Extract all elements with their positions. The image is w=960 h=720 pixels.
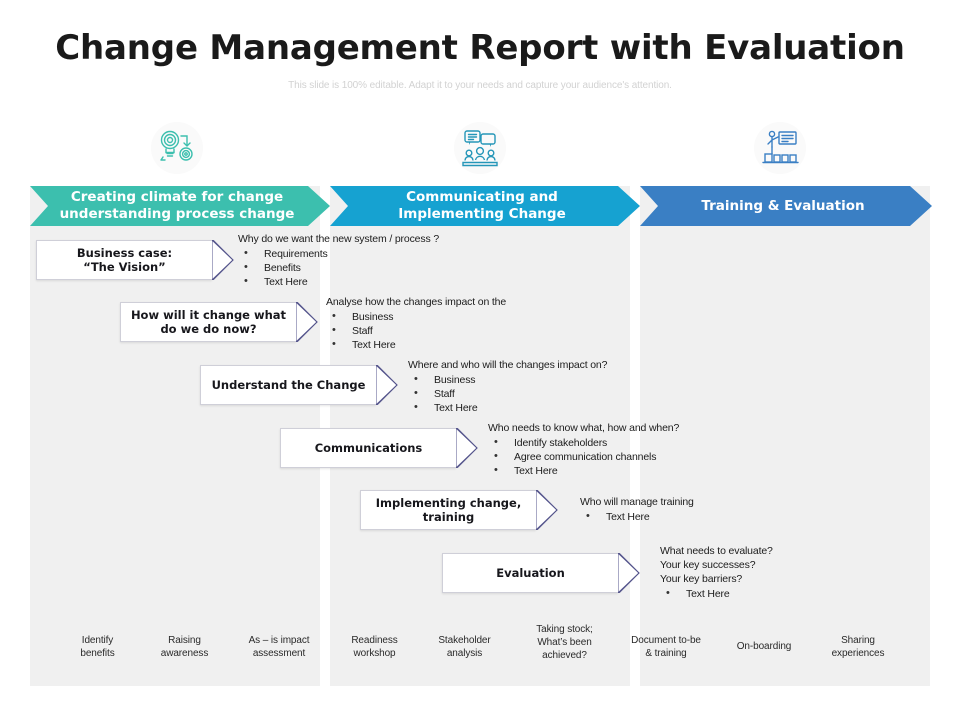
footer-label-1: Identify benefits — [50, 634, 145, 660]
footer-label-3-line1: As – is impact — [248, 635, 310, 646]
step-5-text: Who will manage training Text Here — [580, 495, 830, 524]
footer-label-5-line1: Stakeholder — [438, 635, 491, 646]
footer-label-6: Taking stock; What’s been achieved? — [512, 623, 617, 662]
footer-label-9-line1: Sharing — [841, 635, 875, 646]
step-3-label-line1: Understand the Change — [211, 378, 366, 392]
step-1-label-line1: Business case: — [76, 246, 173, 260]
footer-label-8-line1: On-boarding — [736, 641, 792, 652]
footer-label-5-line2: analysis — [446, 648, 483, 659]
footer-label-8: On-boarding — [715, 640, 813, 653]
phase-banner-1-line2: understanding process change — [59, 206, 295, 222]
footer-label-7: Document to-be & training — [612, 634, 720, 660]
phase-banner-2-line1: Communicating and — [406, 189, 558, 205]
step-5-bullet-list: Text Here — [580, 509, 830, 524]
step-2-text: Analyse how the changes impact on the Bu… — [326, 295, 596, 352]
footer-label-9: Sharing experiences — [808, 634, 908, 660]
footer-label-3-line2: assessment — [252, 648, 306, 659]
list-item: Staff — [408, 386, 688, 401]
step-2-arrow-icon — [296, 302, 318, 342]
training-presentation-icon — [748, 122, 812, 178]
list-item: Business — [408, 372, 688, 387]
step-3-text: Where and who will the changes impact on… — [408, 358, 688, 415]
step-box-5[interactable]: Implementing change, training — [360, 490, 536, 530]
step-1-text: Why do we want the new system / process … — [238, 232, 508, 289]
footer-label-2-line2: awareness — [160, 648, 209, 659]
footer-label-7-line1: Document to-be — [631, 635, 701, 646]
step-1-label-line2: “The Vision” — [83, 260, 166, 274]
step-4-text: Who needs to know what, how and when? Id… — [488, 421, 778, 478]
phase-banner-3[interactable]: Training & Evaluation — [640, 186, 932, 226]
step-1-heading: Why do we want the new system / process … — [238, 233, 440, 245]
list-item: Text Here — [238, 274, 508, 289]
step-4-heading: Who needs to know what, how and when? — [488, 422, 680, 434]
footer-label-4-line1: Readiness — [351, 635, 398, 646]
step-1-arrow-icon — [212, 240, 234, 280]
step-2-bullet-list: Business Staff Text Here — [326, 309, 596, 352]
step-box-6[interactable]: Evaluation — [442, 553, 618, 593]
step-6-arrow-icon — [618, 553, 640, 593]
step-box-2[interactable]: How will it change what do we do now? — [120, 302, 296, 342]
step-1-bullet-list: Requirements Benefits Text Here — [238, 246, 508, 289]
footer-label-1-line2: benefits — [80, 648, 115, 659]
list-item: Business — [326, 309, 596, 324]
step-6-bullet-list: Text Here — [660, 586, 910, 601]
footer-label-5: Stakeholder analysis — [417, 634, 512, 660]
communication-team-icon — [448, 122, 512, 178]
step-box-3[interactable]: Understand the Change — [200, 365, 376, 405]
phase-banner-1-line1: Creating climate for change — [70, 189, 284, 205]
step-3-arrow-icon — [376, 365, 398, 405]
list-item: Text Here — [488, 463, 778, 478]
step-3-bullet-list: Business Staff Text Here — [408, 372, 688, 415]
step-4-label-line1: Communications — [314, 441, 423, 455]
footer-label-6-line1: Taking stock; — [536, 624, 593, 635]
step-2-heading: Analyse how the changes impact on the — [326, 296, 507, 308]
step-box-1[interactable]: Business case: “The Vision” — [36, 240, 212, 280]
list-item: Text Here — [326, 337, 596, 352]
step-6-label-line1: Evaluation — [496, 566, 565, 580]
step-3-heading: Where and who will the changes impact on… — [408, 359, 608, 371]
phase-banner-2-line2: Implementing Change — [398, 206, 566, 222]
step-6-heading: What needs to evaluate? Your key success… — [660, 545, 773, 585]
footer-label-3: As – is impact assessment — [229, 634, 329, 660]
footer-label-2: Raising awareness — [137, 634, 232, 660]
phase-banner-3-line1: Training & Evaluation — [701, 197, 865, 214]
step-box-4[interactable]: Communications — [280, 428, 456, 468]
footer-label-1-line1: Identify — [81, 635, 114, 646]
step-5-arrow-icon — [536, 490, 558, 530]
page-title: Change Management Report with Evaluation — [55, 28, 905, 68]
list-item: Text Here — [408, 400, 688, 415]
list-item: Text Here — [580, 509, 830, 524]
list-item: Identify stakeholders — [488, 435, 778, 450]
page-subtitle: This slide is 100% editable. Adapt it to… — [288, 80, 672, 91]
footer-label-6-line3: achieved? — [542, 650, 587, 661]
list-item: Benefits — [238, 260, 508, 275]
list-item: Agree communication channels — [488, 449, 778, 464]
footer-label-9-line2: experiences — [831, 648, 885, 659]
step-4-bullet-list: Identify stakeholders Agree communicatio… — [488, 435, 778, 478]
footer-label-6-line2: What’s been — [537, 637, 592, 648]
phase-banner-2[interactable]: Communicating and Implementing Change — [330, 186, 640, 226]
footer-label-4: Readiness workshop — [327, 634, 422, 660]
step-4-arrow-icon — [456, 428, 478, 468]
footer-label-7-line2: & training — [645, 648, 687, 659]
phase-banner-1[interactable]: Creating climate for change understandin… — [30, 186, 330, 226]
step-5-heading: Who will manage training — [580, 496, 694, 508]
step-2-label-line1: How will it change what — [130, 308, 287, 322]
step-2-label-line2: do we do now? — [160, 322, 257, 336]
lightbulb-target-icon — [145, 122, 209, 178]
step-6-text: What needs to evaluate? Your key success… — [660, 544, 910, 601]
list-item: Requirements — [238, 246, 508, 261]
footer-label-4-line2: workshop — [353, 648, 396, 659]
step-5-label-line1: Implementing change, training — [375, 496, 522, 524]
list-item: Staff — [326, 323, 596, 338]
footer-label-2-line1: Raising — [168, 635, 201, 646]
list-item: Text Here — [660, 586, 910, 601]
